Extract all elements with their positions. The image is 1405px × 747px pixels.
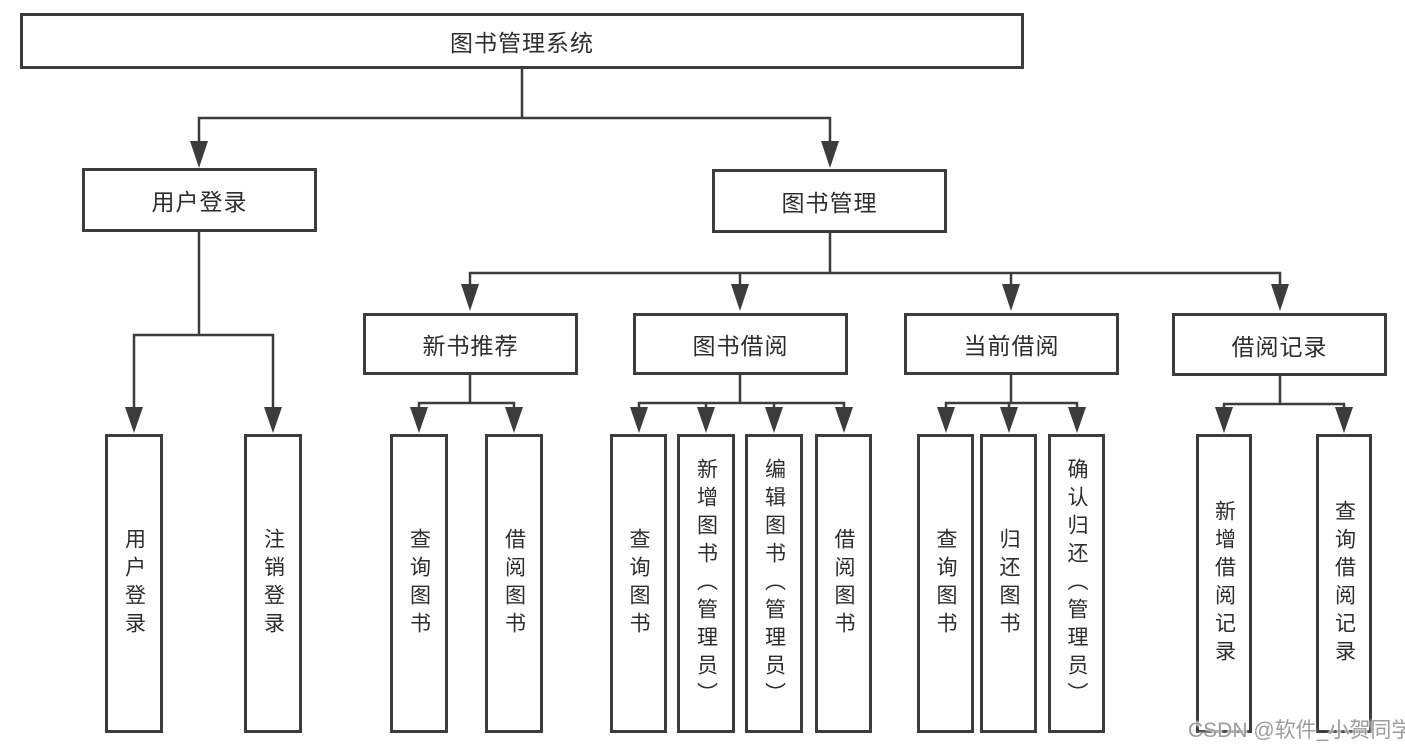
leaf-query-books-current: 查询图书 bbox=[917, 434, 974, 733]
leaf-edit-book-admin: 编辑图书（管理员） bbox=[745, 434, 803, 733]
node-user-login: 用户登录 bbox=[82, 168, 317, 232]
node-book-management: 图书管理 bbox=[712, 169, 947, 233]
leaf-borrow-books: 借阅图书 bbox=[815, 434, 872, 733]
leaf-query-books-recommend: 查询图书 bbox=[390, 434, 448, 733]
leaf-query-books-borrow: 查询图书 bbox=[610, 434, 667, 733]
leaf-user-login: 用户登录 bbox=[105, 434, 163, 733]
leaf-confirm-return-admin: 确认归还（管理员） bbox=[1048, 434, 1105, 733]
node-book-borrowing: 图书借阅 bbox=[633, 313, 848, 375]
leaf-return-book: 归还图书 bbox=[980, 434, 1037, 733]
leaf-add-book-admin: 新增图书（管理员） bbox=[677, 434, 735, 733]
node-library-management-system: 图书管理系统 bbox=[20, 13, 1024, 69]
arrowheads bbox=[125, 141, 1353, 433]
node-new-book-recommend: 新书推荐 bbox=[363, 313, 578, 375]
leaf-logout: 注销登录 bbox=[244, 434, 302, 733]
node-borrowing-records: 借阅记录 bbox=[1172, 313, 1387, 376]
watermark-text: CSDN @软件_小贺同学 bbox=[1188, 719, 1405, 742]
leaf-query-borrow-record: 查询借阅记录 bbox=[1316, 434, 1372, 733]
node-current-borrowing: 当前借阅 bbox=[904, 313, 1119, 375]
leaf-borrow-books-recommend: 借阅图书 bbox=[485, 434, 543, 733]
leaf-add-borrow-record: 新增借阅记录 bbox=[1196, 434, 1252, 733]
